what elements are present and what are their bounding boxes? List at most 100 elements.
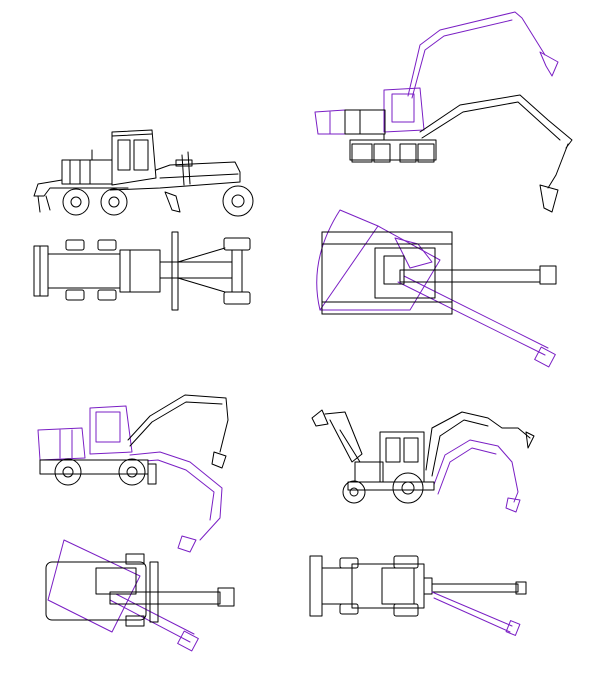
excavator-boom-lower [421,101,561,141]
grader-frame-line [159,173,239,179]
backhoe-boom-inner [431,419,489,477]
backhoe-rear-wheel-top [393,603,419,617]
excavator-bucket-raised [539,51,559,77]
grader-cab-roof [111,133,153,137]
wheeled-chassis-top [45,561,147,621]
excavator-arm-rotated [403,275,549,349]
backhoe-boom-lowered [431,439,519,503]
grader-wheel-top [97,289,117,301]
excavator-swing-envelope [319,225,441,311]
grader-front-wheel-top [223,291,251,305]
excavator-upper-top [374,247,436,299]
wheeled-wheel-top [125,553,145,565]
grader-engine-hood [61,159,113,185]
backhoe-cab-window [385,437,401,463]
wheeled-wheel [54,458,82,486]
grader-wheel [62,188,90,216]
excavator-boom-raised [407,11,546,97]
backhoe-loader-cylinder [339,429,361,463]
wheeled-outrigger [147,463,157,485]
wheeled-bucket-top [217,587,235,607]
grader-frame-line [177,277,226,293]
wheeled-bucket [211,451,227,469]
excavator-track-wheel [399,143,417,163]
backhoe-bucket-top [515,581,527,595]
excavator-cab-window [391,93,415,123]
backhoe-engine-hood [354,461,384,483]
backhoe-body-top [351,563,425,609]
grader-ripper-top [33,245,49,297]
wheeled-bucket-lowered [177,535,197,553]
grader-blade-top [171,231,179,311]
backhoe-cab-top [381,567,415,605]
excavator-engine-housing [344,109,386,135]
backhoe-boom-lowered-inner [437,447,497,495]
grader-wheel-hub [70,196,82,208]
grader-wheel [100,188,128,216]
backhoe-wheel-hub [401,481,415,495]
grader-cab [111,129,157,186]
backhoe-wheel-top [339,557,359,569]
backhoe-cab-window [403,437,419,463]
backhoe-rear-wheel [392,472,424,504]
backhoe-front-bucket-top [309,555,323,617]
wheeled-wheel-hub [126,466,138,478]
grader-wheel-top [97,239,117,251]
wheeled-excavator-top [45,539,235,652]
excavator-arm-rotated [397,281,546,356]
excavator-bucket-top [539,265,557,285]
wheeled-arm-rotated [115,593,195,635]
excavator-cab [383,87,425,133]
wheeled-bucket-rotated [177,630,199,652]
grader-wheel-hub [231,194,245,208]
wheeled-boom-top [109,591,221,605]
excavator-stick [547,143,569,189]
grader-cylinder-mount [175,159,193,167]
wheeled-excavator-side [37,394,229,553]
backhoe-rear-bucket-lowered [505,497,521,513]
motor-grader-top [33,231,251,311]
wheeled-cab-top [95,567,137,595]
wheeled-boom-lowered-inner [131,459,215,521]
excavator-undercarriage [349,139,437,161]
backhoe-front-bucket [311,409,329,427]
backhoe-loader-arm [324,411,363,463]
wheeled-wheel-top [125,615,145,627]
backhoe-loader-side [311,409,535,513]
excavator-track-top [321,301,453,315]
backhoe-boom [425,411,531,471]
excavator-bucket-rotated [534,346,556,368]
wheeled-boom-inner [129,401,223,447]
excavator-track-wheel [351,143,373,163]
excavator-boom-raised-inner [411,19,513,99]
grader-moldboard [164,191,181,213]
wheeled-cab-window [95,411,121,443]
backhoe-rear-bucket [525,431,535,449]
backhoe-wheel-hub [349,487,359,497]
wheeled-boom [127,394,229,453]
backhoe-bucket-rotated [505,620,521,636]
excavator-cab-rotated [394,237,433,269]
backhoe-boom-rotated [431,591,513,627]
backhoe-rear-wheel-top [393,555,419,569]
crawler-excavator-side [314,11,573,213]
wheeled-boom-lowered [129,451,223,541]
grader-wheel-top [65,289,85,301]
grader-cab-top [119,249,161,293]
backhoe-wheel-top [339,603,359,615]
backhoe-swing-frame [423,577,433,595]
grader-lift-cylinder [187,151,191,185]
grader-drawbar-top [159,261,233,279]
grader-front-axle [231,249,243,293]
grader-ripper [33,179,63,197]
backhoe-chassis [347,481,435,491]
wheeled-counterweight [37,427,86,461]
excavator-swing-envelope [316,209,379,311]
grader-frame [109,161,241,191]
excavator-boom [419,94,573,149]
grader-cab-window [117,139,131,171]
backhoe-boom-rotated [433,597,511,633]
backhoe-front-wheel [342,480,366,504]
